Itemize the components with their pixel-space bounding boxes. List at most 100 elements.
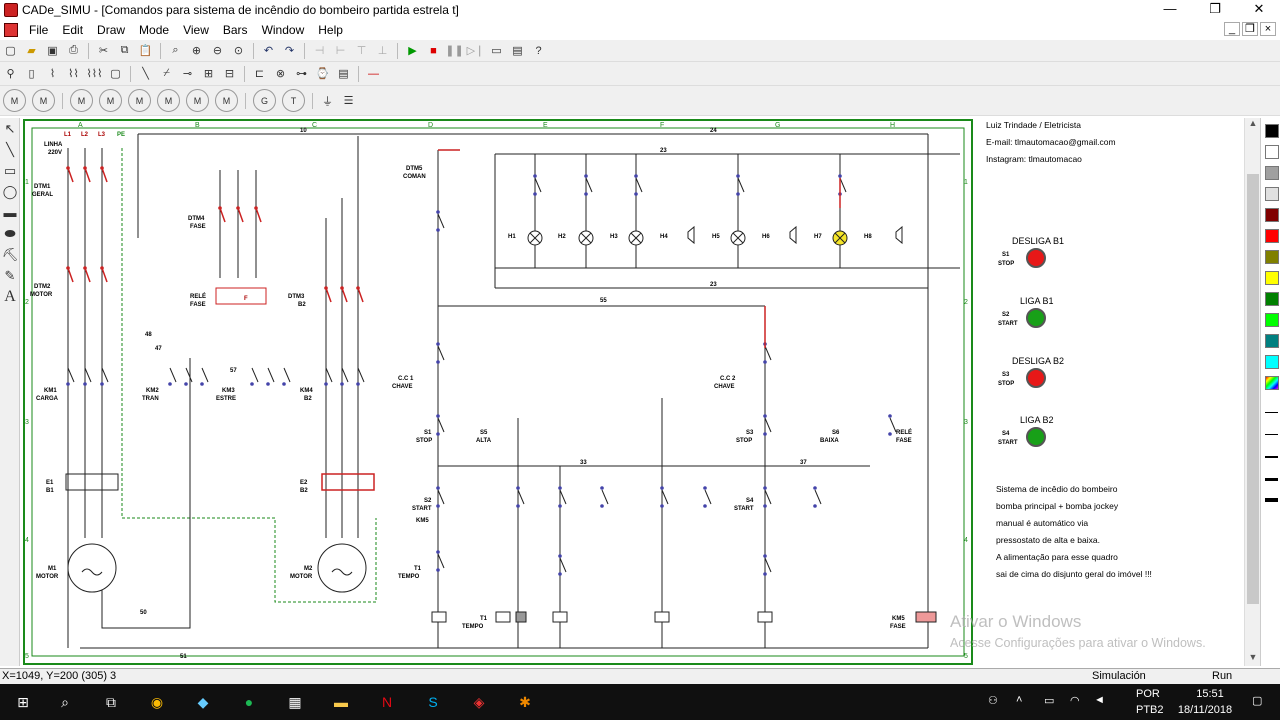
motor5-icon[interactable]: M bbox=[128, 89, 151, 112]
palette-color-swatch[interactable] bbox=[1265, 313, 1279, 327]
palette-color-swatch[interactable] bbox=[1265, 166, 1279, 180]
generator-icon[interactable]: G bbox=[253, 89, 276, 112]
print-icon[interactable]: ⎙ bbox=[69, 44, 78, 56]
busbar-icon[interactable]: ☰ bbox=[343, 95, 354, 107]
clock-date[interactable]: 18/11/2018 bbox=[1177, 704, 1233, 716]
ground-icon[interactable]: ⏚ bbox=[322, 95, 333, 108]
volume-icon[interactable]: ◄ bbox=[1094, 694, 1105, 706]
palette-color-swatch[interactable] bbox=[1265, 334, 1279, 348]
palette-custom-color[interactable] bbox=[1265, 376, 1279, 390]
stop-pushbutton[interactable] bbox=[1026, 368, 1046, 388]
palette-color-swatch[interactable] bbox=[1265, 124, 1279, 138]
save-icon[interactable]: ▣ bbox=[47, 45, 58, 57]
coil-km2[interactable] bbox=[552, 611, 568, 623]
cade-simu-taskbar-icon[interactable]: ◈ bbox=[473, 693, 485, 710]
pointer-icon[interactable]: ↖ bbox=[4, 120, 16, 136]
menu-view[interactable]: View bbox=[183, 23, 209, 37]
network-icon[interactable]: ▭ bbox=[1044, 695, 1055, 707]
zoom-all-icon[interactable]: ⊙ bbox=[233, 45, 244, 57]
motor6-icon[interactable]: M bbox=[157, 89, 180, 112]
motor2-icon[interactable]: M bbox=[32, 89, 55, 112]
close-button[interactable]: ✕ bbox=[1253, 1, 1265, 16]
scroll-up-icon[interactable]: ▲ bbox=[1248, 118, 1258, 128]
zoom-in-icon[interactable]: ⊕ bbox=[191, 45, 202, 57]
terminal-icon[interactable]: ⊏ bbox=[254, 68, 265, 80]
motor4-icon[interactable]: M bbox=[99, 89, 122, 112]
fill-icon[interactable]: ⛏ bbox=[1, 246, 19, 262]
connector-icon[interactable]: ⊶ bbox=[296, 68, 307, 80]
skype-icon[interactable]: S bbox=[428, 694, 438, 710]
line-width-option[interactable] bbox=[1265, 456, 1278, 458]
zoom-out-icon[interactable]: ⊖ bbox=[212, 45, 223, 57]
spotify-icon[interactable]: ● bbox=[244, 694, 254, 710]
scrollbar-thumb[interactable] bbox=[1247, 174, 1259, 604]
palette-color-swatch[interactable] bbox=[1265, 292, 1279, 306]
app-icon-orange[interactable]: ✱ bbox=[519, 693, 531, 710]
start-pushbutton[interactable] bbox=[1026, 308, 1046, 328]
document-icon[interactable] bbox=[4, 23, 18, 37]
input-language[interactable]: POR bbox=[1136, 688, 1160, 700]
open-icon[interactable]: ▰ bbox=[27, 45, 36, 57]
coil2-icon[interactable]: ⊟ bbox=[224, 68, 235, 80]
menu-draw[interactable]: Draw bbox=[97, 23, 126, 37]
clock-time[interactable]: 15:51 bbox=[1196, 688, 1224, 700]
text-box-icon[interactable]: ▤ bbox=[338, 68, 349, 80]
line-width-option[interactable] bbox=[1265, 434, 1278, 435]
coil-t1[interactable] bbox=[495, 611, 511, 623]
pushbutton-icon[interactable]: ⊸ bbox=[182, 68, 193, 80]
menu-help[interactable]: Help bbox=[318, 23, 343, 37]
align-left-icon[interactable]: ⊣ bbox=[314, 45, 325, 57]
windows-start-icon[interactable]: ⊞ bbox=[17, 693, 29, 710]
coil-icon[interactable]: ⊞ bbox=[203, 68, 214, 80]
undo-icon[interactable]: ↶ bbox=[263, 45, 274, 57]
palette-color-swatch[interactable] bbox=[1265, 187, 1279, 201]
fuse-icon[interactable]: ⚲ bbox=[6, 68, 15, 80]
help-icon[interactable]: ? bbox=[535, 44, 542, 57]
overload-e1[interactable] bbox=[65, 473, 119, 491]
palette-color-swatch[interactable] bbox=[1265, 355, 1279, 369]
text-icon[interactable]: A bbox=[4, 287, 16, 305]
search-icon[interactable]: ⌕ bbox=[61, 693, 69, 710]
window-list-icon[interactable]: ▤ bbox=[512, 45, 523, 57]
motor3-icon[interactable]: M bbox=[70, 89, 93, 112]
menu-edit[interactable]: Edit bbox=[62, 23, 84, 37]
app-icon-blue[interactable]: ◆ bbox=[197, 693, 209, 710]
menu-mode[interactable]: Mode bbox=[139, 23, 170, 37]
coil-km4[interactable] bbox=[757, 611, 773, 623]
restore-button[interactable]: ❐ bbox=[1209, 1, 1221, 16]
step-icon[interactable]: ▷❘ bbox=[466, 45, 485, 57]
switch-icon[interactable]: ⌇ bbox=[49, 68, 56, 80]
notifications-icon[interactable]: ▢ bbox=[1252, 695, 1263, 707]
tray-arrow-icon[interactable]: ˄ bbox=[1016, 694, 1023, 706]
mdi-close-button[interactable]: × bbox=[1260, 22, 1276, 36]
pause-icon[interactable]: ❚❚ bbox=[445, 45, 464, 57]
overload-e2[interactable] bbox=[321, 473, 375, 491]
switch3-icon[interactable]: ⌇⌇ bbox=[68, 68, 79, 80]
align-right-icon[interactable]: ⊢ bbox=[335, 45, 346, 57]
phase-relay-box[interactable] bbox=[215, 287, 267, 305]
window-icon[interactable]: ▭ bbox=[491, 45, 502, 57]
minimize-button[interactable]: — bbox=[1163, 1, 1177, 16]
color-picker-icon[interactable]: ✎ bbox=[4, 267, 16, 283]
motor7-icon[interactable]: M bbox=[186, 89, 209, 112]
palette-color-swatch[interactable] bbox=[1265, 271, 1279, 285]
mdi-restore-button[interactable]: ❐ bbox=[1242, 22, 1258, 36]
palette-color-swatch[interactable] bbox=[1265, 229, 1279, 243]
rectangle-icon[interactable]: ▭ bbox=[3, 162, 17, 178]
input-layout[interactable]: PTB2 bbox=[1136, 704, 1164, 716]
stop-pushbutton[interactable] bbox=[1026, 248, 1046, 268]
align-top-icon[interactable]: ⊤ bbox=[356, 45, 367, 57]
motor-m1-symbol[interactable] bbox=[67, 543, 117, 593]
relay-icon[interactable]: ▢ bbox=[110, 68, 121, 80]
line-width-option[interactable] bbox=[1265, 412, 1278, 413]
coil-km1[interactable] bbox=[654, 611, 670, 623]
line-icon[interactable]: ╲ bbox=[6, 141, 14, 157]
paste-icon[interactable]: 📋 bbox=[138, 45, 153, 57]
stop-icon[interactable]: ■ bbox=[430, 44, 437, 57]
zoom-window-icon[interactable]: ⌕ bbox=[172, 44, 179, 56]
scroll-down-icon[interactable]: ▼ bbox=[1248, 652, 1258, 662]
breaker3-icon[interactable]: ⌇⌇⌇ bbox=[86, 68, 103, 80]
netflix-icon[interactable]: N bbox=[381, 694, 393, 710]
timer-icon[interactable]: ⌚ bbox=[315, 68, 330, 80]
